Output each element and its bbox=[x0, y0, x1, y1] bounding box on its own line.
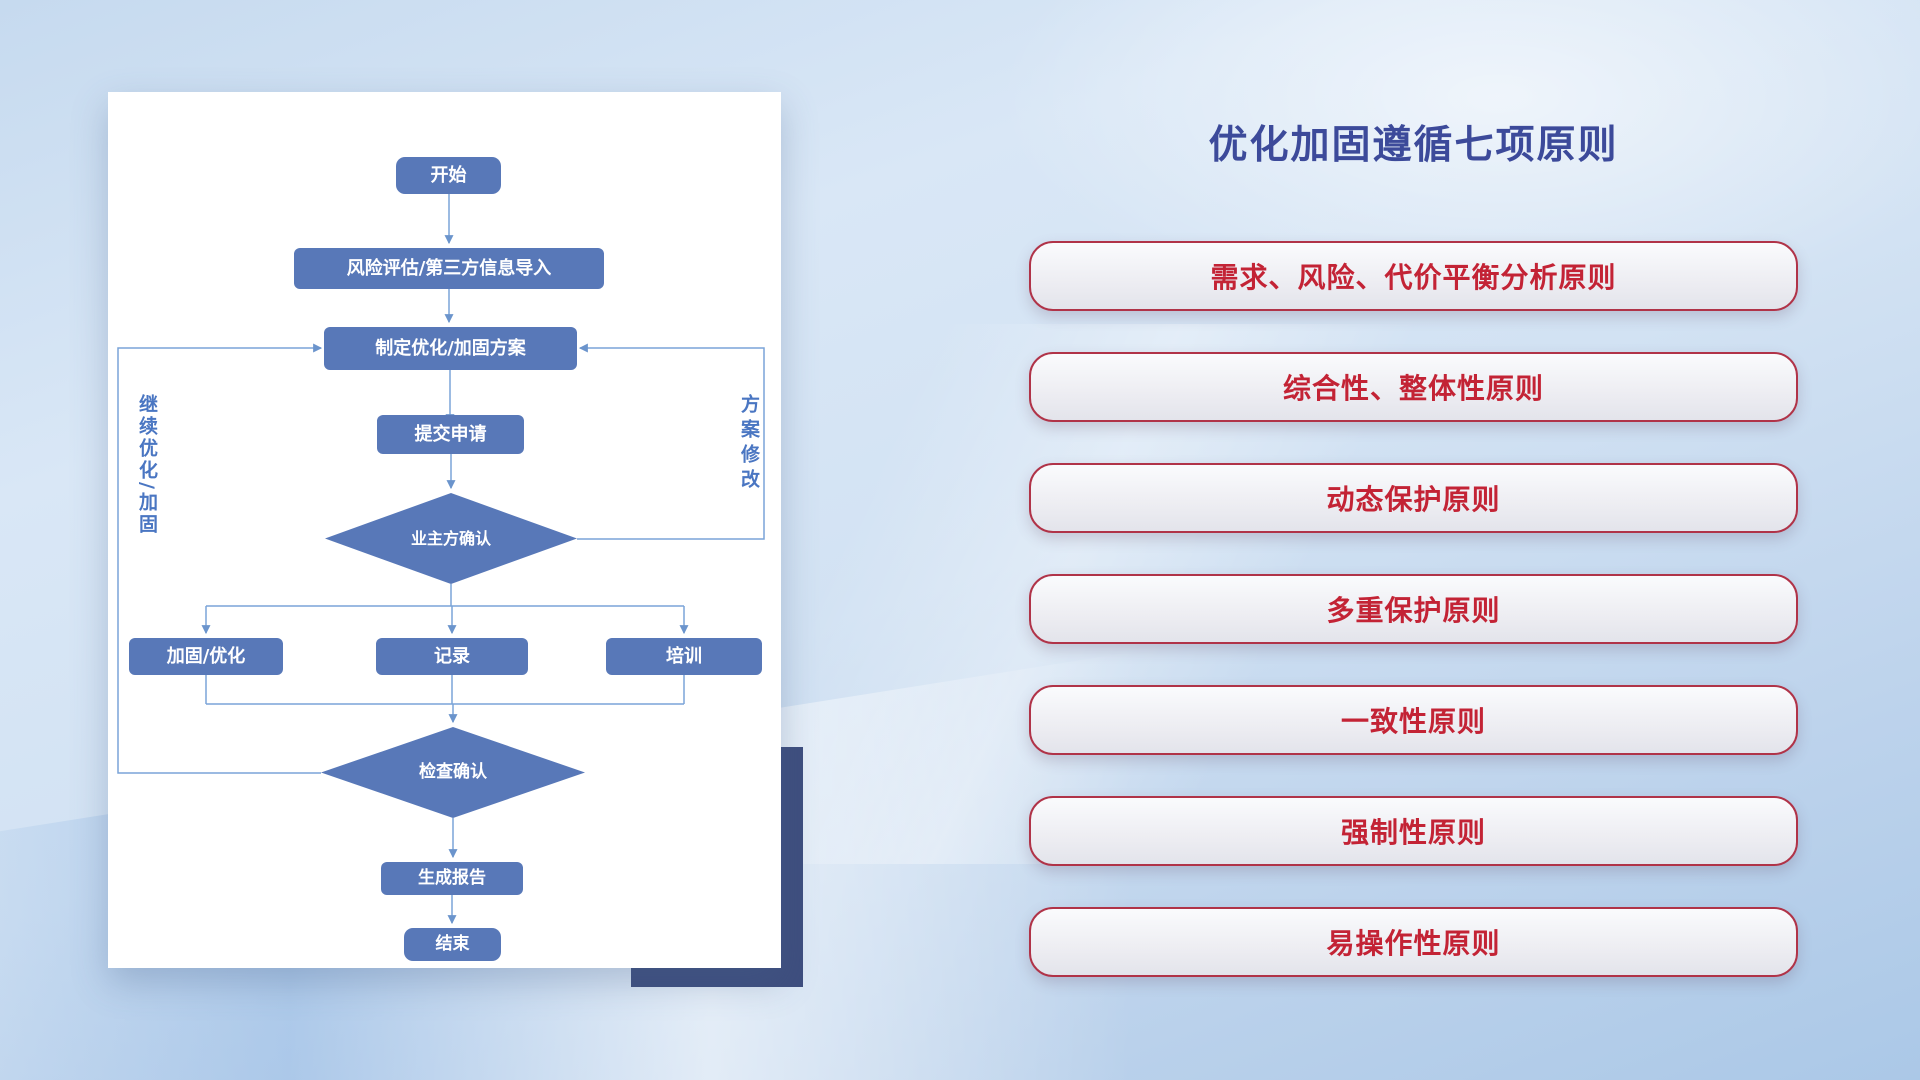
principle-box: 需求、风险、代价平衡分析原则 bbox=[1029, 241, 1798, 311]
flow-node-generate-report: 生成报告 bbox=[381, 862, 523, 895]
principle-box: 多重保护原则 bbox=[1029, 574, 1798, 644]
flow-node-risk-import: 风险评估/第三方信息导入 bbox=[294, 248, 604, 289]
principle-label: 多重保护原则 bbox=[1326, 594, 1501, 627]
flow-node-label: 业主方确认 bbox=[410, 528, 491, 548]
loop-label-continue-optimize: 继续优化/加固 bbox=[136, 394, 158, 536]
principle-label: 强制性原则 bbox=[1340, 816, 1486, 849]
principle-label: 易操作性原则 bbox=[1326, 927, 1501, 960]
flow-node-end: 结束 bbox=[404, 928, 501, 961]
principle-box: 易操作性原则 bbox=[1029, 907, 1798, 977]
principle-box: 一致性原则 bbox=[1029, 685, 1798, 755]
principle-label: 综合性、整体性原则 bbox=[1282, 372, 1544, 405]
loop-label-plan-modify: 方案修改 bbox=[738, 394, 760, 494]
flow-connector-lines bbox=[117, 194, 765, 925]
flowchart-card: 开始 风险评估/第三方信息导入 制定优化/加固方案 提交申请 业主方确认 加固/… bbox=[108, 92, 781, 968]
principle-label: 一致性原则 bbox=[1340, 705, 1486, 738]
flow-node-record: 记录 bbox=[376, 638, 528, 675]
flow-node-harden-optimize: 加固/优化 bbox=[129, 638, 283, 675]
principle-label: 动态保护原则 bbox=[1326, 483, 1501, 516]
flow-node-training: 培训 bbox=[606, 638, 762, 675]
flow-node-start: 开始 bbox=[396, 157, 501, 194]
principle-box: 综合性、整体性原则 bbox=[1029, 352, 1798, 422]
principle-box: 强制性原则 bbox=[1029, 796, 1798, 866]
principle-label: 需求、风险、代价平衡分析原则 bbox=[1210, 261, 1617, 294]
flow-node-submit: 提交申请 bbox=[377, 415, 524, 454]
flow-node-label: 检查确认 bbox=[419, 762, 487, 783]
principles-list: 需求、风险、代价平衡分析原则 综合性、整体性原则 动态保护原则 多重保护原则 一… bbox=[1029, 241, 1798, 977]
flow-node-make-plan: 制定优化/加固方案 bbox=[324, 327, 577, 370]
page-title: 优化加固遵循七项原则 bbox=[1208, 123, 1619, 168]
principle-box: 动态保护原则 bbox=[1029, 463, 1798, 533]
